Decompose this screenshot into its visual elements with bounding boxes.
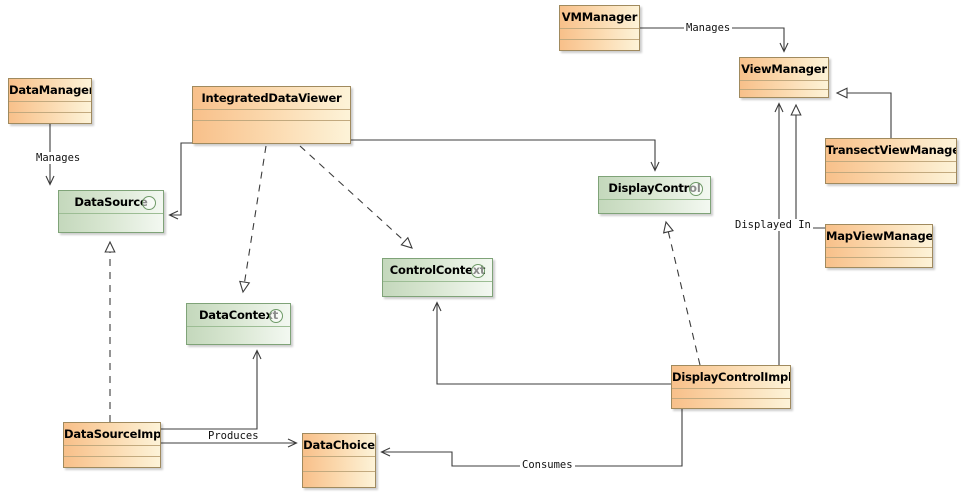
node-title: DisplayControl [599, 177, 710, 199]
node-title: DataSourceImpl [64, 427, 160, 441]
edge-displaycontrolimpl-datachoice [380, 409, 683, 467]
edge-idv-datasource [168, 142, 192, 220]
node-datasourceimpl[interactable]: DataSourceImpl [63, 422, 161, 468]
node-title: DataSource [59, 191, 163, 213]
node-body-compartment [187, 326, 290, 344]
node-title: DisplayControlImpl [672, 370, 790, 384]
edge-label-produces: Produces [206, 430, 261, 442]
node-datacontext[interactable]: DataContext [186, 303, 291, 345]
node-mapviewmanager[interactable]: MapViewManager [825, 224, 933, 268]
node-attributes-compartment [826, 247, 932, 257]
node-title: DataManager [9, 83, 91, 97]
node-title: ControlContext [389, 263, 486, 278]
node-datamanager[interactable]: DataManager [8, 78, 92, 124]
edge-transectviewmanager-viewmanager [835, 87, 892, 138]
node-operations-compartment [193, 120, 350, 143]
node-title: DataChoice [303, 438, 375, 452]
node-displaycontrolimpl[interactable]: DisplayControlImpl [671, 365, 791, 409]
edge-idv-datacontext [239, 145, 267, 294]
node-datachoice[interactable]: DataChoice [302, 433, 376, 488]
edge-idv-displaycontrol [351, 139, 660, 172]
node-vmmanager[interactable]: VMManager [559, 5, 640, 51]
node-body-compartment [59, 213, 163, 232]
node-title: TransectViewManager [826, 143, 956, 157]
node-body-compartment [599, 199, 710, 213]
edge-label-manages-datasource: Manages [34, 152, 83, 164]
node-attributes-compartment [672, 388, 790, 398]
node-datasource[interactable]: DataSource [58, 190, 164, 233]
interface-circle-icon [471, 264, 485, 278]
node-transectviewmanager[interactable]: TransectViewManager [825, 138, 957, 184]
node-title: DataContext [187, 304, 290, 326]
node-body-compartment [383, 281, 492, 296]
node-integrateddataviewer[interactable]: IntegratedDataViewer [192, 86, 351, 144]
node-attributes-compartment [64, 445, 160, 456]
node-operations-compartment [826, 172, 956, 183]
node-attributes-compartment [9, 101, 91, 112]
node-viewmanager[interactable]: ViewManager [739, 57, 829, 98]
node-attributes-compartment [826, 161, 956, 172]
node-displaycontrol[interactable]: DisplayControl [598, 176, 711, 214]
node-attributes-compartment [560, 28, 639, 39]
interface-circle-icon [269, 309, 283, 323]
node-attributes-compartment [303, 456, 375, 471]
node-attributes-compartment [740, 80, 828, 89]
node-operations-compartment [64, 456, 160, 467]
node-controlcontext[interactable]: ControlContext [382, 258, 493, 297]
edge-displaycontrolimpl-controlcontext [432, 301, 671, 385]
node-title: IntegratedDataViewer [201, 91, 342, 105]
edge-label-consumes: Consumes [520, 459, 575, 471]
edge-mapviewmanager-viewmanager [790, 103, 825, 229]
edge-idv-controlcontext [299, 145, 413, 249]
node-operations-compartment [740, 89, 828, 98]
node-operations-compartment [672, 398, 790, 408]
edge-label-manages-viewmanager: Manages [684, 22, 733, 34]
interface-circle-icon [142, 196, 156, 210]
node-title: ViewManager [741, 62, 827, 76]
edge-displaycontrolimpl-displaycontrol [662, 220, 701, 366]
node-title: MapViewManager [826, 229, 932, 243]
node-operations-compartment [9, 112, 91, 123]
node-attributes-compartment [193, 109, 350, 120]
node-operations-compartment [303, 471, 375, 486]
node-operations-compartment [560, 39, 639, 50]
edge-label-displayed-in: Displayed In [733, 219, 813, 231]
node-title: VMManager [561, 10, 638, 24]
edge-datasourceimpl-datacontext [161, 349, 262, 430]
interface-circle-icon [689, 182, 703, 196]
node-operations-compartment [826, 257, 932, 267]
